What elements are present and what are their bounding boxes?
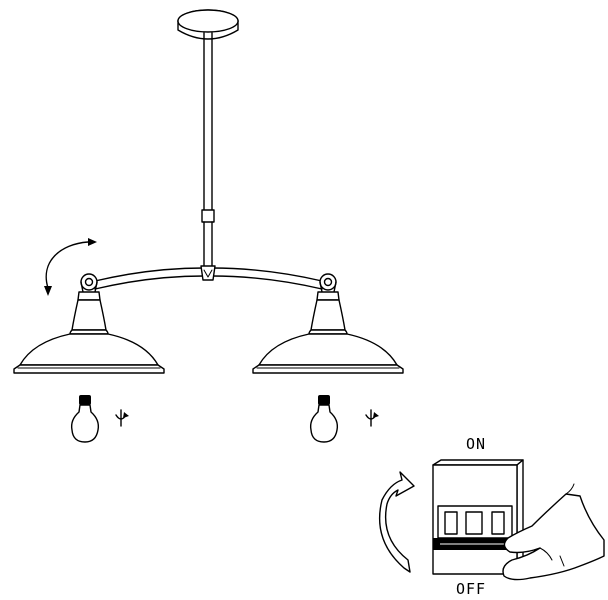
light-bulb-icon — [70, 395, 100, 443]
switch-on-label: ON — [466, 435, 486, 453]
tilt-rotation-arrow-icon — [44, 238, 97, 296]
suspension-rod — [201, 32, 215, 269]
light-bulb-icon — [309, 395, 339, 443]
power-switch[interactable] — [432, 459, 524, 575]
ceiling-canopy-icon — [177, 9, 239, 40]
right-joint-knob — [319, 273, 337, 293]
switch-off-label: OFF — [456, 580, 486, 598]
right-lamp-shade — [252, 291, 404, 374]
lamp-arm — [94, 265, 323, 290]
screw-in-rotation-icon — [115, 409, 129, 427]
left-lamp-shade — [13, 291, 165, 374]
left-joint-knob — [80, 273, 98, 293]
hand-icon — [502, 483, 605, 581]
toggle-rotation-arrow-icon — [378, 471, 415, 573]
screw-in-rotation-icon — [365, 409, 379, 427]
